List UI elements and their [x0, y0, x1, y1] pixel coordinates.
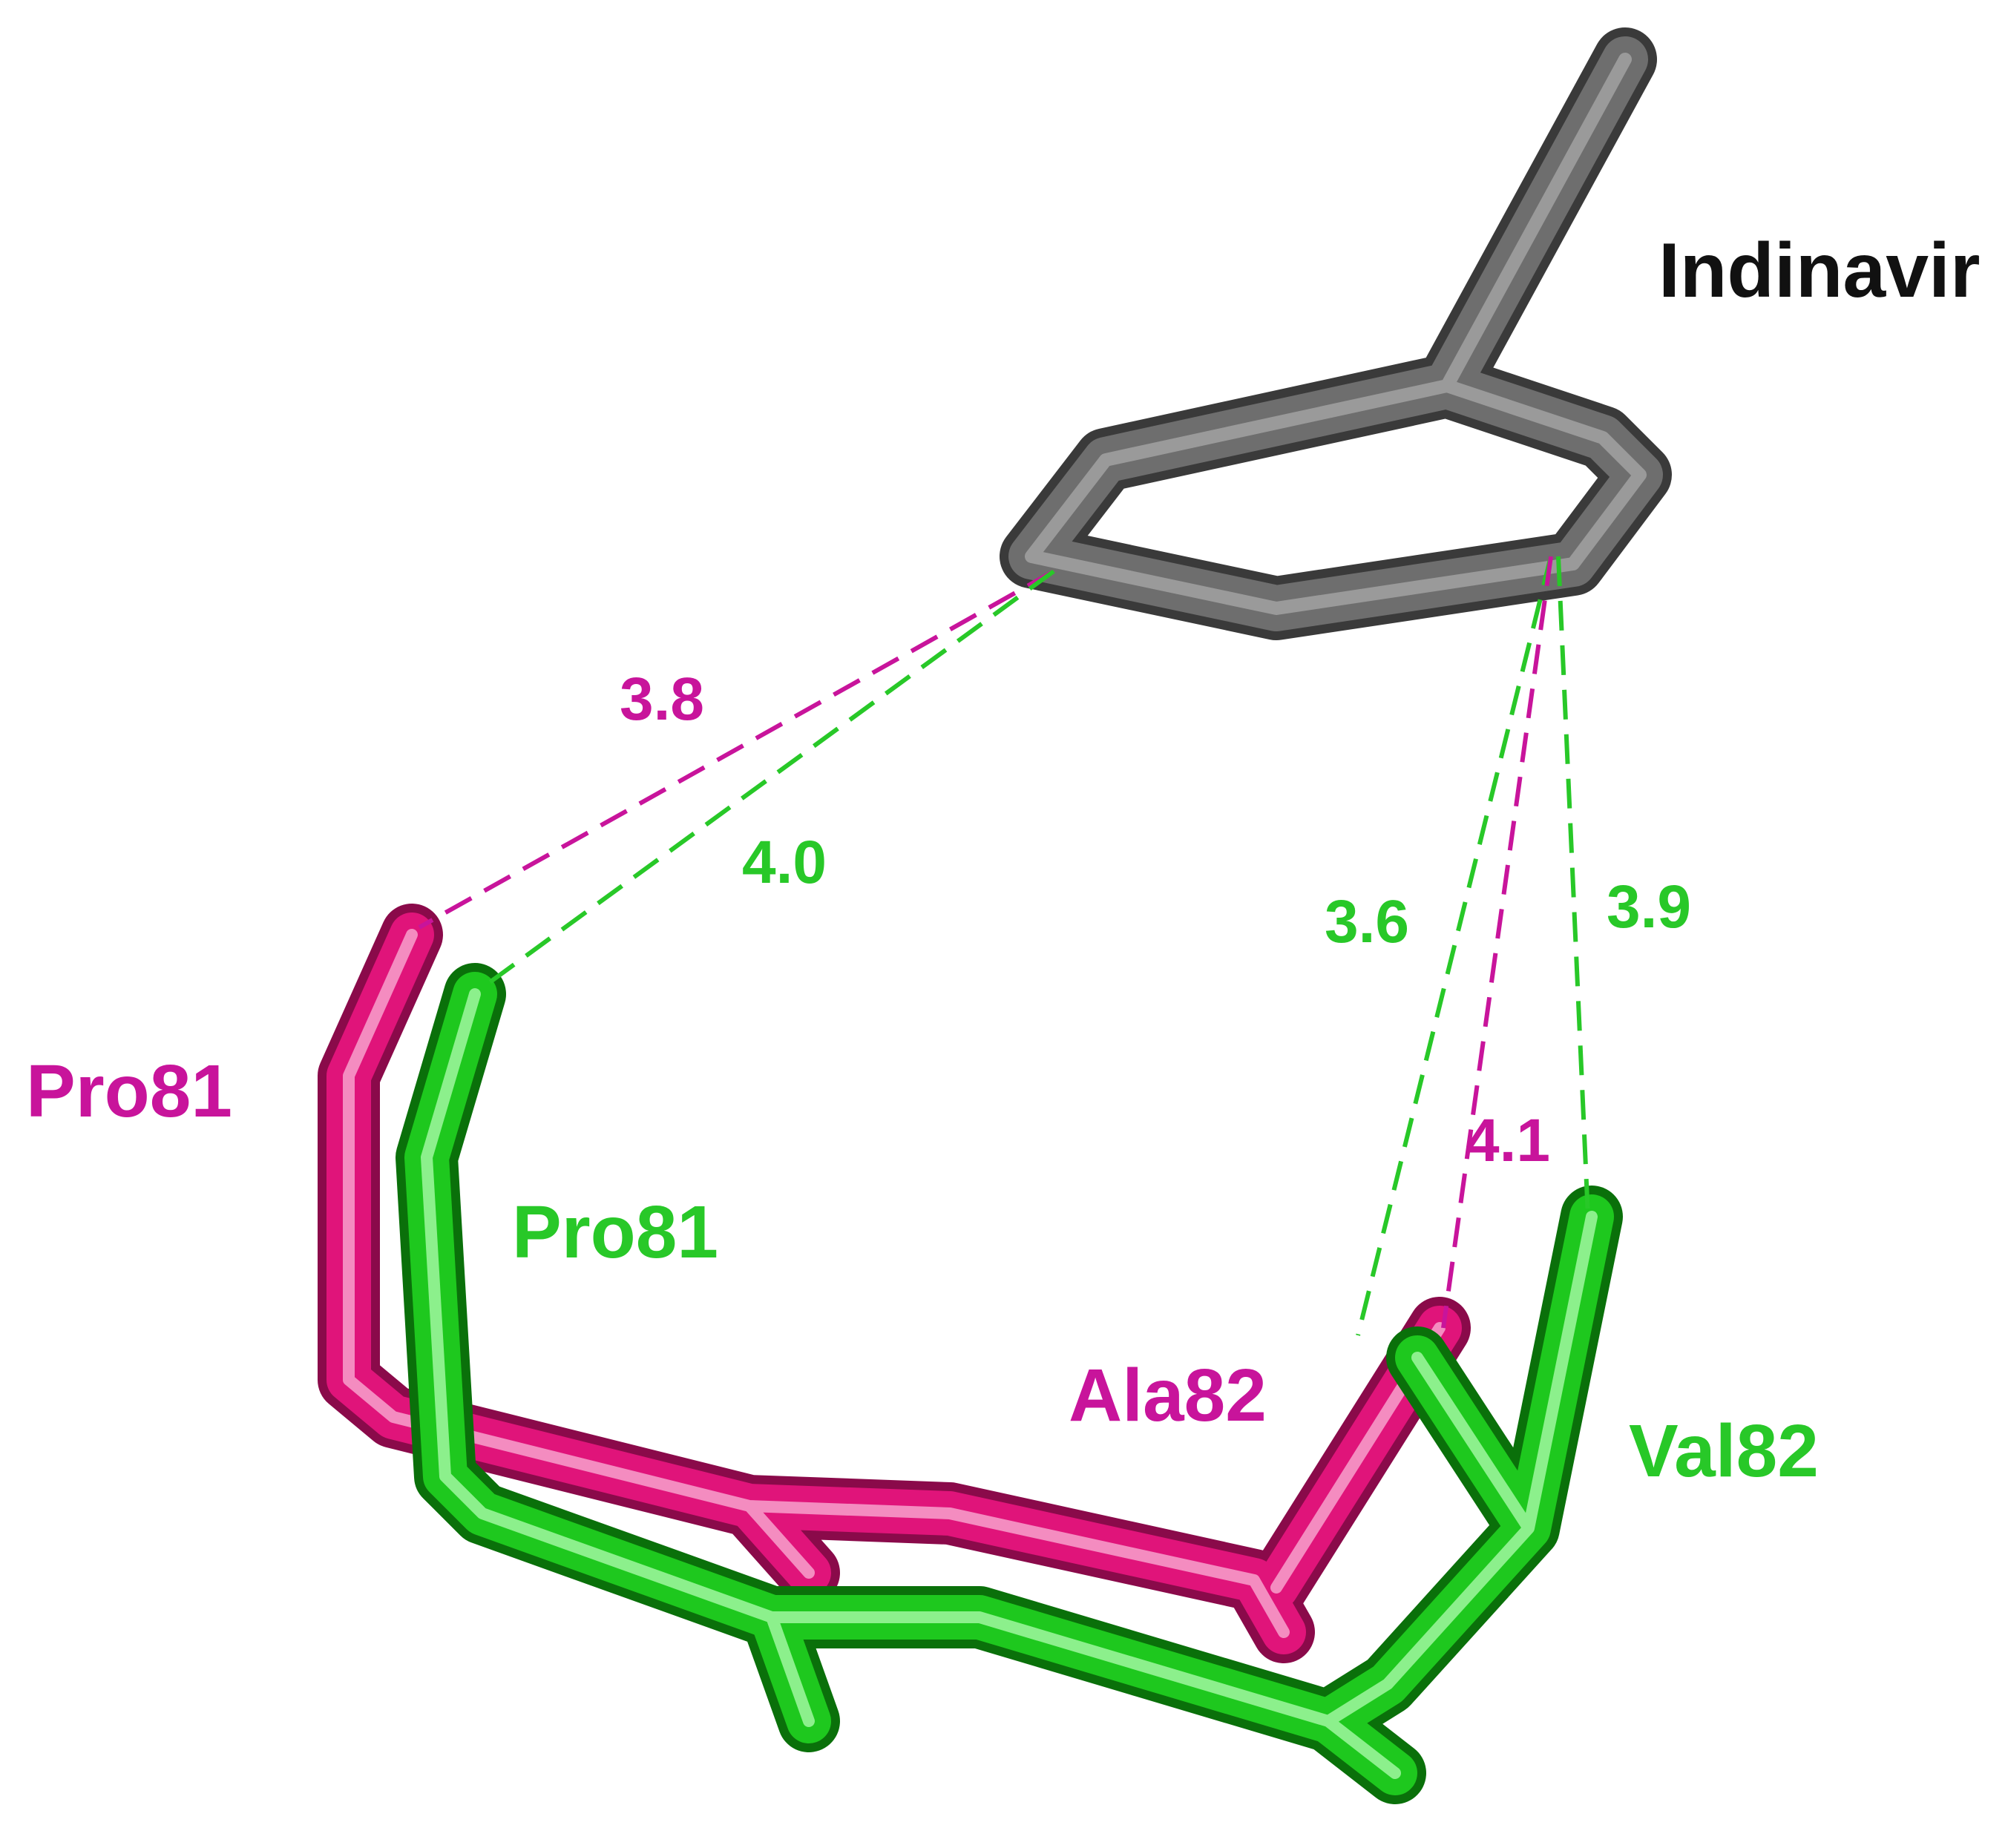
indinavir-structure-shadow [1000, 27, 1672, 640]
label-val82: Val82 [1629, 1410, 1819, 1493]
distance-line-ala82 [1441, 556, 1553, 1329]
label-ala82: Ala82 [1069, 1354, 1267, 1437]
distance-line-val82-b [1556, 556, 1590, 1217]
wildtype-residues [396, 963, 1623, 1804]
distance-lines [418, 556, 1590, 1336]
distance-label-val82-b: 3.9 [1607, 873, 1691, 941]
label-indinavir: Indinavir [1658, 228, 1980, 314]
indinavir-structure-highlight [1025, 53, 1647, 615]
label-pro81-wildtype: Pro81 [512, 1191, 718, 1274]
distance-line-pro81-wildtype [477, 569, 1055, 993]
distance-label-pro81-wildtype: 4.0 [742, 829, 827, 896]
wildtype-backbone-highlight [421, 988, 1598, 1779]
distance-line-val82-a [1356, 556, 1553, 1336]
distance-label-pro81-mutant: 3.8 [620, 665, 704, 733]
indinavir-structure [1000, 27, 1672, 640]
distance-label-val82-a: 3.6 [1325, 888, 1409, 956]
mutant-residues [318, 904, 1471, 1663]
label-pro81-mutant: Pro81 [26, 1050, 232, 1133]
distance-line-pro81-mutant [418, 569, 1055, 930]
distance-label-ala82: 4.1 [1466, 1107, 1550, 1174]
